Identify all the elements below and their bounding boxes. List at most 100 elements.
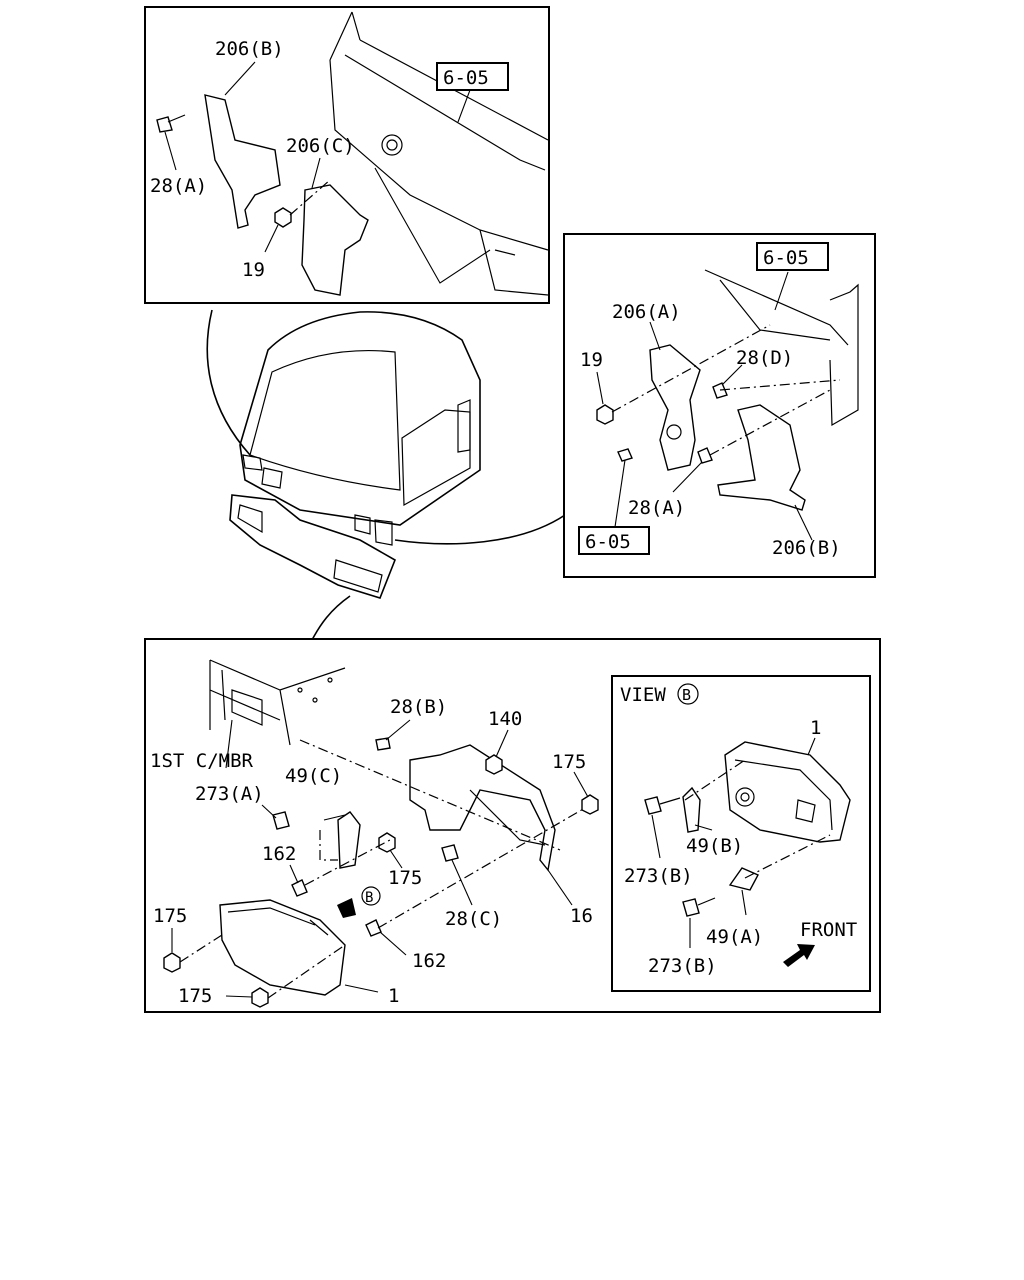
ref-box-6-05-bottom <box>578 526 650 555</box>
assembly-line-175-left <box>179 934 223 963</box>
bracket-16-arm <box>469 789 546 846</box>
leader-16 <box>547 869 573 906</box>
fog-lamp-view-socket <box>735 787 755 807</box>
leader-175-mid <box>389 849 403 869</box>
leader-162-bottom <box>379 931 407 956</box>
nut-175-mid <box>378 832 396 853</box>
rail-hole <box>381 134 403 156</box>
label-49b: 49(B) <box>686 835 743 857</box>
label-206a: 206(A) <box>612 301 681 323</box>
label-28b: 28(B) <box>390 696 447 718</box>
fog-lamp-view-socket-inner <box>740 792 750 802</box>
leader-49c <box>323 814 346 821</box>
bumper-lamp-left <box>237 504 263 534</box>
front-arrow-icon <box>783 944 815 967</box>
cross-member-hole-3 <box>327 677 333 683</box>
leader-175-bottom <box>225 995 253 998</box>
assembly-line-175-bottom <box>267 944 346 999</box>
label-49c: 49(C) <box>285 765 342 787</box>
windshield <box>249 350 401 491</box>
bolt-28a-right <box>697 447 713 464</box>
nut-175-left <box>163 952 181 973</box>
leader-49b <box>694 824 713 831</box>
leader-206b <box>224 61 256 96</box>
cab-body <box>239 311 481 526</box>
assembly-line-view-top <box>684 759 746 801</box>
bolt-273a <box>272 811 290 830</box>
leader-206c <box>311 157 321 189</box>
label-175-bottom: 175 <box>178 985 212 1007</box>
assembly-line-view-bottom <box>744 834 831 879</box>
leader-1st-cmbr <box>225 719 233 769</box>
nut-175-top <box>581 794 599 815</box>
side-window <box>457 399 471 453</box>
nut-19-right <box>596 404 614 425</box>
label-view-lamp-1: 1 <box>810 717 821 739</box>
label-front: FRONT <box>800 919 857 941</box>
leader-6-05-right <box>774 271 789 311</box>
leader-19-right <box>596 371 604 405</box>
label-162-bottom: 162 <box>412 950 446 972</box>
label-28a-right: 28(A) <box>628 497 685 519</box>
label-19: 19 <box>242 259 265 281</box>
cross-member-hole-1 <box>297 687 303 693</box>
nut-19 <box>274 207 292 228</box>
bracket-206a-hole <box>666 424 682 440</box>
cross-member-cutout <box>231 689 263 726</box>
bracket-206c <box>301 184 369 296</box>
right-frame <box>563 233 876 578</box>
leader-206b-right <box>794 504 813 541</box>
assembly-line-19 <box>289 179 331 216</box>
bolt-28a <box>156 116 173 133</box>
rail-right-side <box>829 283 859 427</box>
headlamp-left <box>242 454 263 471</box>
stud-28b <box>375 737 391 751</box>
leader-162-top <box>289 864 299 884</box>
label-175-left: 175 <box>153 905 187 927</box>
bracket-206b <box>204 94 281 229</box>
connector-curve-top <box>206 309 251 456</box>
rail-bottom <box>479 229 549 296</box>
view-b-title-circle <box>677 683 699 705</box>
leader-28a-right <box>672 461 703 493</box>
leader-140 <box>495 729 509 758</box>
leader-28c <box>451 859 473 906</box>
fog-lamp-view-lens <box>734 759 833 831</box>
leader-6-05 <box>457 89 471 123</box>
bottom-panel: B 1ST C/MBR 28(B) 140 175 273(A) 49(C) 1… <box>144 638 881 1013</box>
headlamp-bracket-left <box>261 467 283 489</box>
ref-box-6-05-bottom-text: 6-05 <box>585 531 631 553</box>
label-140: 140 <box>488 708 522 730</box>
view-b-title-marker: B <box>682 686 691 704</box>
label-49a: 49(A) <box>706 926 763 948</box>
leader-175-top <box>573 771 589 798</box>
label-206c: 206(C) <box>286 135 355 157</box>
leader-28a <box>164 131 177 171</box>
leader-206a <box>649 321 661 351</box>
view-b-arrow <box>337 898 356 918</box>
bolt-273b-top-shank <box>659 797 681 805</box>
bracket-49c <box>337 811 361 869</box>
rail-hole-inner <box>386 139 398 151</box>
fog-lamp-view-connector <box>795 799 816 823</box>
bolt-28c <box>441 844 459 862</box>
label-28d: 28(D) <box>736 347 793 369</box>
bracket-206a <box>649 344 701 471</box>
headlamp-bracket-right <box>354 514 371 535</box>
label-273a: 273(A) <box>195 783 264 805</box>
bumper <box>229 494 396 599</box>
assembly-line-206c <box>374 167 491 284</box>
fog-lamp-1-lens <box>227 907 329 936</box>
assembly-line-right-2 <box>719 379 841 391</box>
stud-162-bottom <box>365 919 382 937</box>
assembly-line-162-top <box>304 839 391 886</box>
bolt-273b-bottom <box>682 898 700 917</box>
leader-view-lamp <box>807 737 816 756</box>
label-28c: 28(C) <box>445 908 502 930</box>
leader-28d <box>721 364 743 386</box>
leader-273b-top <box>651 814 661 859</box>
label-16: 16 <box>570 905 593 927</box>
right-panel: 6-05 206(A) 19 28(D) 28(A) 206(B) 6-05 <box>563 233 876 578</box>
view-b-circle <box>361 886 381 906</box>
